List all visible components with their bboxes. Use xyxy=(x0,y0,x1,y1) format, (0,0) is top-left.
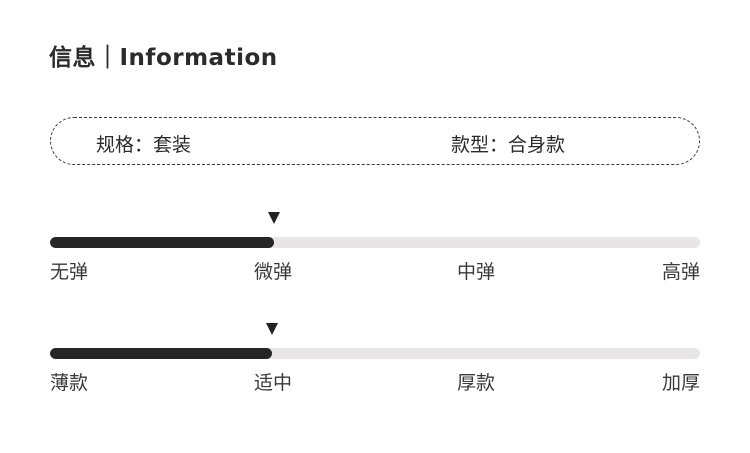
elasticity-marker-icon xyxy=(268,212,280,224)
thickness-track xyxy=(50,348,700,359)
thickness-label-moderate: 适中 xyxy=(254,372,293,394)
elasticity-label-high: 高弹 xyxy=(661,261,700,283)
elasticity-fill xyxy=(50,237,274,248)
elasticity-label-none: 无弹 xyxy=(50,261,89,283)
spec-fit: 款型：合身款 xyxy=(451,134,566,156)
thickness-marker-icon xyxy=(266,323,278,335)
elasticity-track xyxy=(50,237,700,248)
thickness-scale: 薄款 适中 厚款 加厚 xyxy=(50,323,700,394)
elasticity-scale: 无弹 微弹 中弹 高弹 xyxy=(50,212,700,283)
spec-box: 规格：套装 款型：合身款 xyxy=(50,117,700,165)
thickness-label-thick: 厚款 xyxy=(457,372,496,394)
page-title: 信息｜Information xyxy=(49,45,278,71)
elasticity-label-medium: 中弹 xyxy=(457,261,496,283)
spec-size: 规格：套装 xyxy=(96,134,192,156)
elasticity-label-slight: 微弹 xyxy=(254,261,293,283)
thickness-label-extra-thick: 加厚 xyxy=(661,372,700,394)
thickness-fill xyxy=(50,348,272,359)
thickness-label-thin: 薄款 xyxy=(50,372,89,394)
